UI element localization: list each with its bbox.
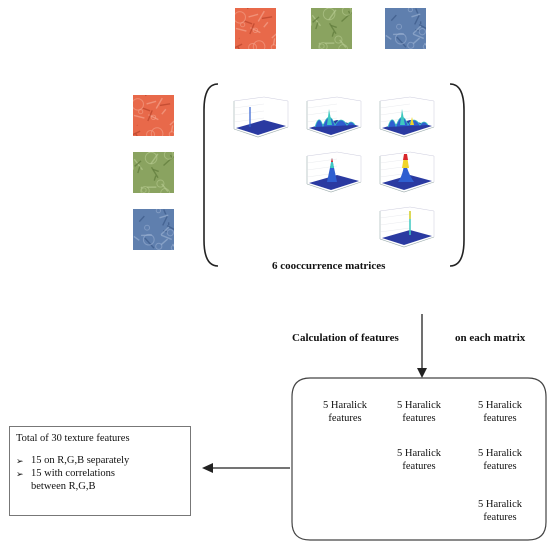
- calc-label: Calculation of features: [292, 332, 399, 344]
- top-blue-image: [385, 8, 426, 49]
- summary-item: ➢15 on R,G,B separately: [16, 455, 130, 466]
- texture-image: [133, 209, 174, 250]
- surface-base: [382, 175, 432, 190]
- top-red-image: [235, 8, 276, 49]
- cooccurrence-plot: [379, 206, 435, 248]
- cooccurrence-plot: [306, 151, 362, 193]
- texture-image: [235, 8, 276, 49]
- matrix-group-brackets: [203, 83, 465, 267]
- surface-peak: [327, 158, 337, 182]
- surface-peak: [331, 158, 333, 162]
- left-green-image: [133, 152, 174, 193]
- calc-label-right: on each matrix: [455, 332, 526, 344]
- features-container: [291, 377, 547, 541]
- surface-peak: [400, 109, 405, 125]
- surface-peak: [398, 156, 414, 182]
- cooccurrence-plot: [233, 96, 289, 138]
- matrices-label: 6 cooccurrence matrices: [272, 260, 386, 272]
- left-parenthesis: [203, 83, 219, 267]
- surface-base: [309, 175, 359, 190]
- surface-peak: [410, 117, 414, 125]
- summary-item: between R,G,B: [31, 481, 96, 492]
- summary-box: Total of 30 texture features ➢15 on R,G,…: [9, 426, 191, 516]
- left-blue-image: [133, 209, 174, 250]
- cooccurrence-plot: [379, 151, 435, 193]
- summary-list: ➢15 on R,G,B separately ➢15 with correla…: [16, 455, 129, 494]
- down-arrow: [417, 314, 427, 378]
- texture-image: [385, 8, 426, 49]
- surface-base: [236, 120, 286, 135]
- surface-peak: [330, 158, 334, 168]
- surface-peak: [387, 116, 429, 128]
- surface-base: [382, 230, 432, 245]
- texture-image: [133, 152, 174, 193]
- surface-peak: [327, 109, 332, 125]
- summary-item: ➢15 with correlations: [16, 468, 115, 479]
- top-green-image: [311, 8, 352, 49]
- left-red-image: [133, 95, 174, 136]
- arrow-bullet-icon: ➢: [16, 469, 24, 479]
- cooccurrence-plot: [306, 96, 362, 138]
- summary-title: Total of 30 texture features: [16, 433, 130, 444]
- right-parenthesis: [449, 83, 465, 267]
- texture-image: [311, 8, 352, 49]
- surface-peak: [314, 116, 356, 128]
- texture-image: [133, 95, 174, 136]
- left-arrow: [202, 463, 290, 473]
- cooccurrence-plot: [379, 96, 435, 138]
- surface-peak: [403, 154, 408, 160]
- arrow-bullet-icon: ➢: [16, 456, 24, 466]
